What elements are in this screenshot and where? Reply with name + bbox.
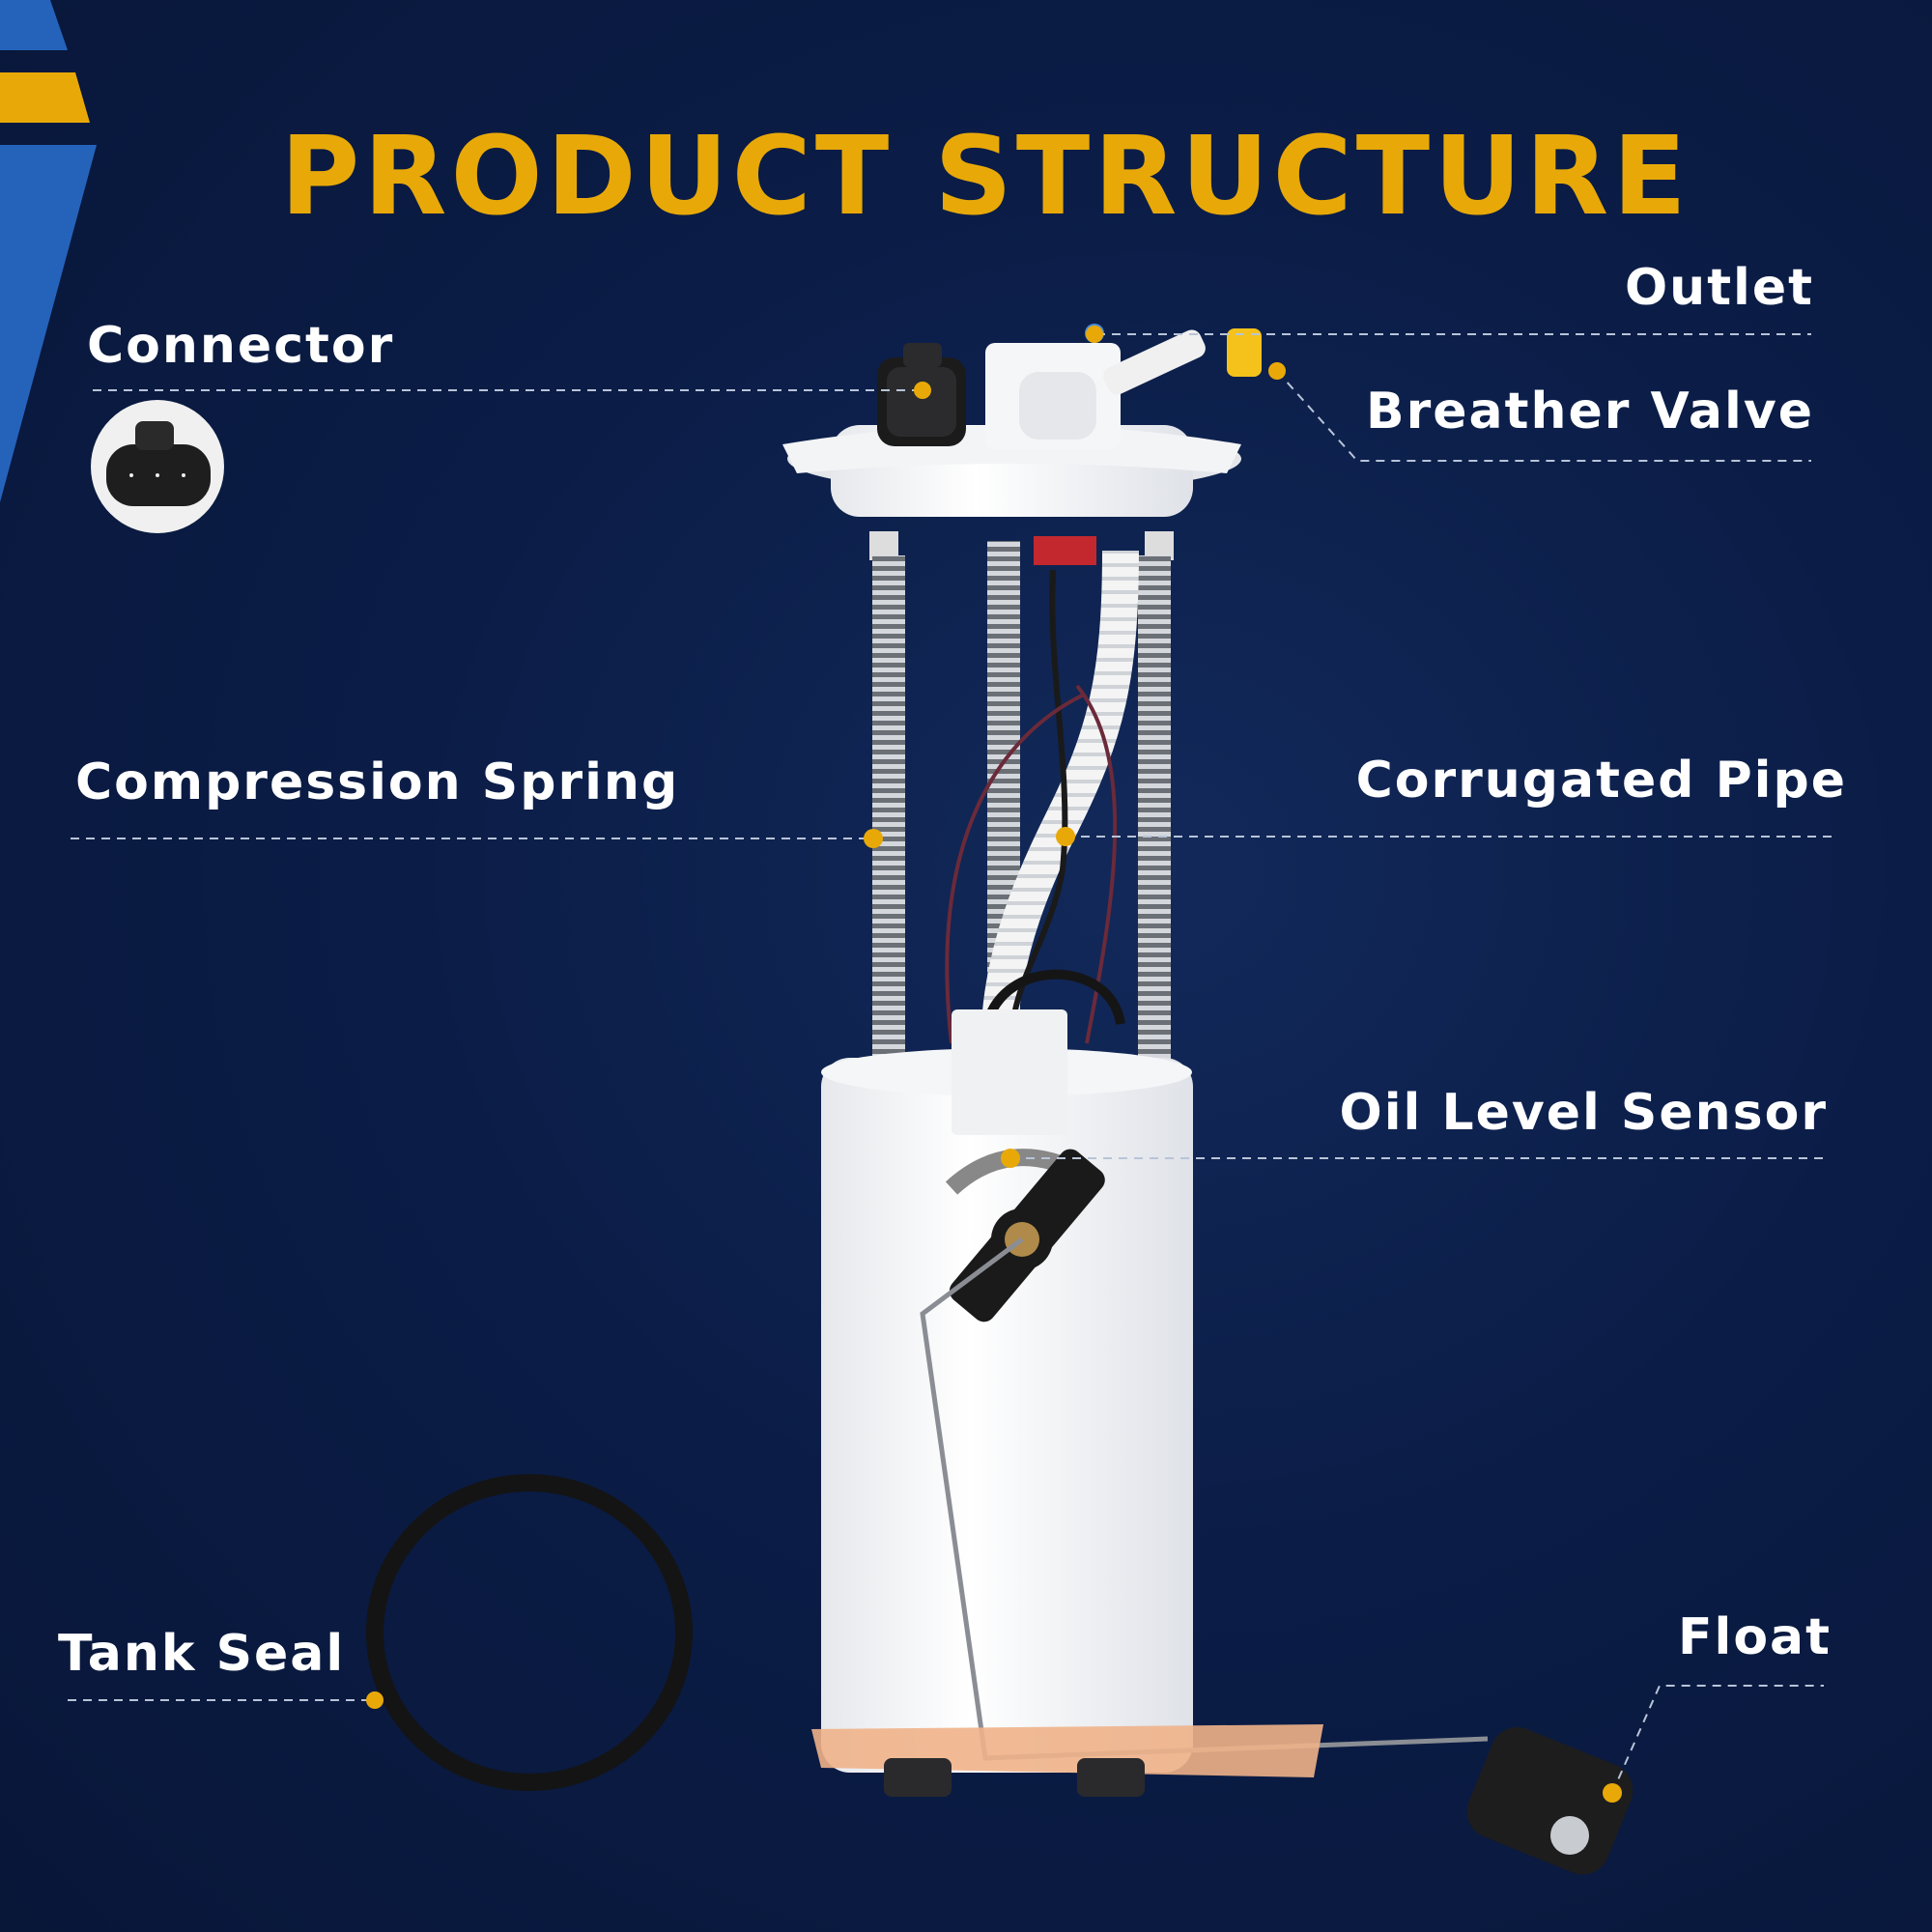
label-float: Float bbox=[1677, 1608, 1832, 1666]
label-compression-spring: Compression Spring bbox=[75, 753, 680, 811]
marker-corrugated-pipe bbox=[1056, 827, 1075, 846]
marker-float bbox=[1603, 1783, 1622, 1803]
label-breather-valve: Breather Valve bbox=[1365, 383, 1814, 440]
marker-compression-spring bbox=[864, 829, 883, 848]
corner-stripes bbox=[0, 0, 97, 502]
marker-connector bbox=[914, 382, 931, 399]
label-connector: Connector bbox=[87, 317, 395, 375]
label-corrugated-pipe: Corrugated Pipe bbox=[1355, 752, 1847, 810]
label-tank-seal: Tank Seal bbox=[58, 1625, 346, 1683]
connector-thumbnail bbox=[91, 400, 224, 533]
label-oil-level-sensor: Oil Level Sensor bbox=[1339, 1084, 1828, 1142]
marker-oil-level-sensor bbox=[1001, 1149, 1020, 1168]
page-title: PRODUCT STRUCTURE bbox=[280, 114, 1690, 240]
marker-outlet bbox=[1086, 326, 1103, 343]
marker-breather-valve bbox=[1268, 362, 1286, 380]
marker-tank-seal bbox=[366, 1691, 384, 1709]
label-outlet: Outlet bbox=[1624, 259, 1814, 317]
